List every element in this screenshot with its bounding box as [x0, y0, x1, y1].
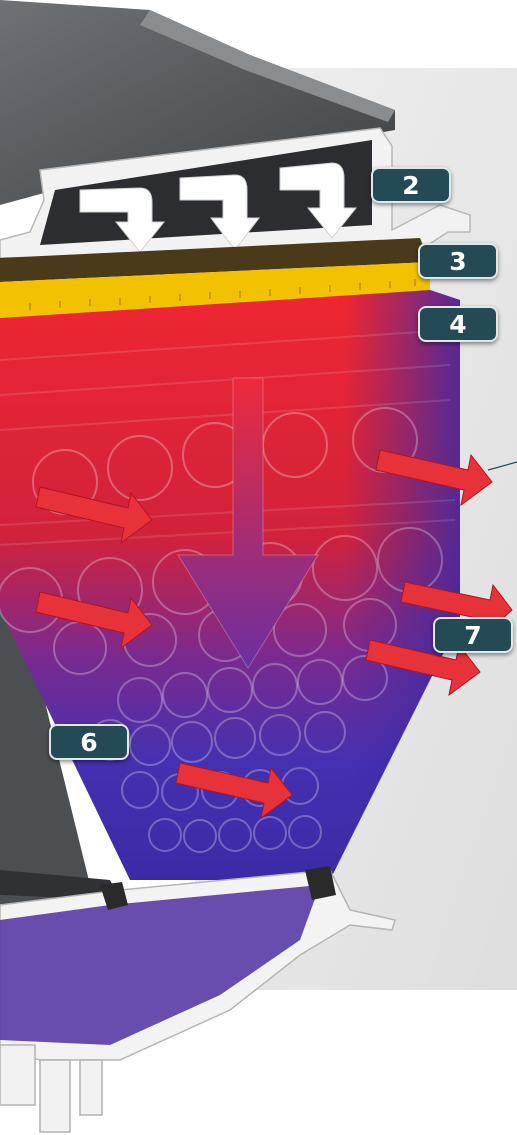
callout-badge-4: 4 — [418, 306, 498, 342]
callout-label: 7 — [464, 621, 481, 650]
callout-badge-2: 2 — [371, 167, 451, 203]
callout-label: 2 — [402, 171, 419, 200]
callout-badge-6: 6 — [49, 724, 129, 760]
callout-label: 3 — [449, 247, 466, 276]
callout-label: 6 — [80, 728, 97, 757]
callout-badge-3: 3 — [418, 243, 498, 279]
callout-label: 4 — [449, 310, 466, 339]
callout-badge-7: 7 — [433, 617, 513, 653]
